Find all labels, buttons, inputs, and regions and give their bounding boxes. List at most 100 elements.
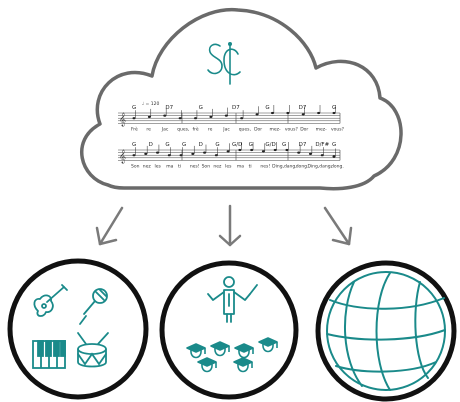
lyric-syllable: mez- (269, 127, 281, 132)
lyric-syllable: nes! (190, 163, 200, 169)
note-head (332, 155, 336, 158)
lyric-syllable: dong. (296, 163, 309, 169)
note-head (238, 148, 242, 152)
conductor-icon (207, 276, 258, 323)
chord-symbol: G (132, 105, 136, 111)
note-head (317, 111, 321, 115)
chord-symbol: G (215, 142, 219, 148)
lyric-syllable: Ding, (307, 163, 319, 169)
lyric-syllable: vous? (285, 126, 299, 132)
chord-symbol: D (199, 142, 203, 148)
guitar-icon (33, 284, 68, 317)
logo-dot (227, 41, 232, 47)
lyric-syllable: les (225, 163, 232, 169)
chord-symbol: G (265, 105, 269, 111)
note-head (332, 111, 336, 115)
chord-symbol: D (149, 142, 153, 148)
lyric-syllable: ques, (177, 127, 189, 132)
arrow-center (218, 204, 242, 247)
arrow-left (95, 206, 124, 246)
note-head (132, 154, 136, 157)
graduate-face (214, 347, 226, 357)
lyric-syllable: ti (178, 163, 181, 169)
lyric-syllable: nez (213, 164, 222, 169)
note-head (179, 154, 183, 157)
chord-symbol: D7 (165, 105, 173, 111)
graduate-head (210, 341, 230, 357)
graduate-head (186, 343, 206, 359)
note-head (163, 114, 167, 117)
note-head (270, 111, 274, 115)
chord-symbol: D/F# (315, 142, 329, 148)
chord-symbol: G/D (232, 142, 242, 148)
chord-symbol: G (249, 142, 253, 148)
lyric-syllable: Dor (254, 126, 262, 132)
chord-symbol: G (132, 142, 136, 148)
globe-circle (315, 260, 457, 402)
piano-keys-icon (32, 340, 66, 369)
lyric-syllable: Dor (300, 126, 308, 132)
note-head (255, 113, 259, 116)
chord-symbol: D7 (299, 105, 307, 111)
logo-s-stroke (207, 43, 223, 75)
note-head (191, 152, 195, 155)
tempo-marking: ♩ = 120 (142, 101, 159, 107)
lyric-syllable: dong. (331, 163, 344, 169)
graduate-face (237, 363, 249, 373)
note-head (261, 150, 265, 153)
note-head (194, 117, 198, 120)
logo-c-stroke (223, 48, 241, 76)
note-head (226, 150, 230, 153)
lyric-syllable: nes! (260, 163, 270, 169)
treble-clef: 𝄞 (119, 112, 126, 126)
graduate-face (238, 349, 250, 359)
note-head (224, 114, 228, 117)
lyric-syllable: ma (166, 164, 173, 169)
chord-symbol: G (332, 105, 336, 111)
note-head (132, 117, 136, 120)
note-head (320, 154, 324, 157)
chord-symbol: G (282, 142, 286, 148)
lyric-syllable: Son (131, 163, 140, 169)
graduates-icon (186, 337, 278, 373)
note-head (308, 152, 312, 155)
note-head (203, 151, 207, 154)
note-head (297, 151, 301, 154)
graduate-head (234, 343, 254, 359)
graduate-face (190, 349, 202, 359)
graduate-face (201, 363, 213, 373)
note-head (147, 115, 151, 118)
note-head (250, 148, 254, 152)
graduate-head (258, 337, 278, 353)
lyric-syllable: Jac (222, 126, 230, 132)
instruments-circle (7, 258, 149, 400)
drum-icon (77, 332, 109, 368)
lyric-syllable: re (208, 126, 213, 132)
sc-logo (207, 41, 241, 85)
note-head (301, 113, 305, 116)
lyric-syllable: ques, (239, 127, 251, 132)
lyric-syllable: Frè (131, 125, 138, 132)
note-head (285, 148, 289, 152)
graduate-head (233, 357, 253, 373)
microphone-icon (79, 288, 108, 325)
note-head (240, 117, 244, 120)
chord-symbol: G (332, 142, 336, 148)
chord-symbol: G (199, 105, 203, 111)
graduate-face (262, 343, 274, 353)
lyric-syllable: Jac (161, 126, 169, 132)
arrow-right (323, 206, 353, 246)
note-head (178, 117, 182, 120)
note-head (144, 152, 148, 155)
globe-icon (326, 271, 446, 391)
note-head (209, 115, 213, 118)
lyric-syllable: ma (237, 164, 244, 169)
lyric-syllable: re (146, 126, 151, 132)
lyric-syllable: mez- (316, 127, 328, 132)
lyric-syllable: ti (249, 163, 252, 169)
lyric-syllable: frè (193, 125, 199, 132)
